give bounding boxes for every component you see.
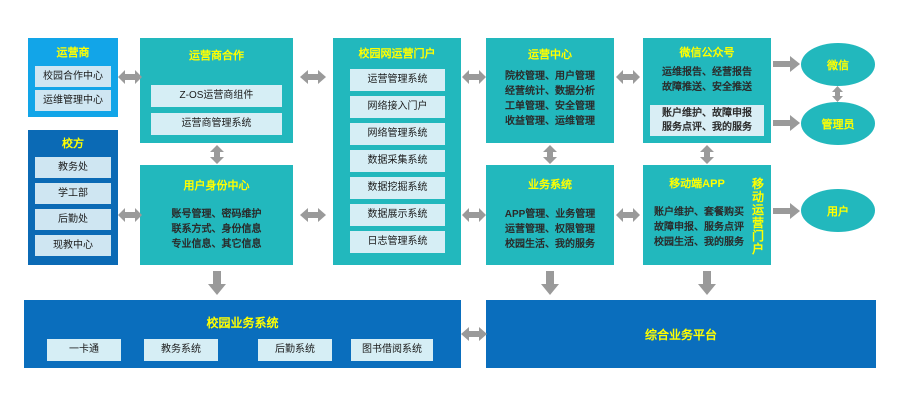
arrow-wechat-actor-to-admin-actor: [830, 86, 845, 102]
ops-line-0: 院校管理、用户管理: [505, 71, 595, 82]
arrow-coop-to-identity: [208, 145, 226, 164]
campus-net-portal-title: 校园网运营门户: [358, 48, 436, 60]
arrow-campus-business-to-integrated: [461, 325, 487, 343]
actor-wechat-label: 微信: [827, 59, 849, 72]
operator-item-0[interactable]: 校园合作中心: [35, 66, 111, 87]
mobile-app-lines: 账户维护、套餐购买 故障申报、服务点评 校园生活、我的服务: [643, 205, 755, 250]
school-item-3[interactable]: 现教中心: [35, 235, 111, 256]
wechat-line-0: 运维报告、经营报告: [662, 67, 752, 78]
campus-net-portal-panel: 校园网运营门户 运营管理系统 网络接入门户 网络管理系统 数据采集系统 数据挖掘…: [333, 38, 461, 265]
portal-item-6[interactable]: 日志管理系统: [350, 231, 445, 253]
identity-line-2: 专业信息、其它信息: [171, 239, 262, 250]
operator-cooperation-item-1[interactable]: 运营商管理系统: [151, 113, 282, 135]
actor-admin-label: 管理员: [821, 118, 855, 131]
biz-line-1: 运营管理、权限管理: [505, 224, 595, 235]
business-system-lines: APP管理、业务管理 运营管理、权限管理 校园生活、我的服务: [486, 207, 614, 252]
arrow-to-actor-wechat: [773, 56, 800, 72]
school-item-2[interactable]: 后勤处: [35, 209, 111, 230]
portal-item-2[interactable]: 网络管理系统: [350, 123, 445, 145]
operator-cooperation-title: 运营商合作: [189, 50, 244, 62]
wechat-line-1: 故障推送、安全推送: [662, 82, 752, 93]
campus-business-item-2[interactable]: 后勤系统: [258, 339, 332, 361]
mobile-line-0: 账户维护、套餐购买: [654, 207, 744, 218]
operations-center-lines: 院校管理、用户管理 经营统计、数据分析 工单管理、安全管理 收益管理、运维管理: [486, 69, 614, 129]
arrow-coop-to-portal: [300, 68, 326, 86]
arrow-identity-to-campus-business: [208, 271, 226, 295]
arrow-to-actor-admin: [773, 115, 800, 131]
arrow-portal-to-business: [462, 206, 486, 224]
operator-panel: 运营商 校园合作中心 运维管理中心: [28, 38, 118, 117]
arrow-school-to-identity: [118, 206, 142, 224]
ops-line-2: 工单管理、安全管理: [505, 101, 595, 112]
arrow-operator-to-coop: [118, 68, 142, 86]
arrow-portal-to-ops: [462, 68, 486, 86]
portal-item-1[interactable]: 网络接入门户: [350, 96, 445, 118]
operator-cooperation-panel: 运营商合作 Z-OS运营商组件 运营商管理系统: [140, 38, 293, 143]
wechat-mp-title: 微信公众号: [679, 47, 735, 59]
arrow-wechat-to-mobile: [698, 145, 716, 164]
school-item-1[interactable]: 学工部: [35, 183, 111, 204]
business-system-panel: 业务系统 APP管理、业务管理 运营管理、权限管理 校园生活、我的服务: [486, 165, 614, 265]
ops-line-1: 经营统计、数据分析: [505, 86, 595, 97]
portal-item-4[interactable]: 数据挖掘系统: [350, 177, 445, 199]
arrow-mobile-to-integrated-right: [698, 271, 716, 295]
arrow-ops-to-wechat: [616, 68, 640, 86]
arrow-business-to-mobile: [616, 206, 640, 224]
arrow-business-to-integrated-left: [541, 271, 559, 295]
ops-line-3: 收益管理、运维管理: [505, 116, 595, 127]
school-title: 校方: [62, 138, 84, 150]
operations-center-title: 运营中心: [528, 49, 572, 61]
campus-business-system-panel: 校园业务系统 一卡通 教务系统 后勤系统 图书借阅系统: [24, 300, 461, 368]
integrated-platform-panel: 综合业务平台: [486, 300, 876, 368]
campus-business-item-1[interactable]: 教务系统: [144, 339, 218, 361]
operator-cooperation-item-0[interactable]: Z-OS运营商组件: [151, 85, 282, 107]
portal-item-0[interactable]: 运营管理系统: [350, 69, 445, 91]
arrow-identity-to-portal: [300, 206, 326, 224]
mobile-line-2: 校园生活、我的服务: [654, 237, 744, 248]
integrated-platform-title: 综合业务平台: [644, 328, 717, 342]
school-panel: 校方 教务处 学工部 后勤处 现教中心: [28, 130, 118, 265]
user-identity-center-panel: 用户身份中心 账号管理、密码维护 联系方式、身份信息 专业信息、其它信息: [140, 165, 293, 265]
wechat-mp-subpanel[interactable]: 账户维护、故障申报 服务点评、我的服务: [650, 105, 764, 136]
portal-item-5[interactable]: 数据展示系统: [350, 204, 445, 226]
arrow-to-actor-user: [773, 203, 800, 219]
mobile-line-1: 故障申报、服务点评: [654, 222, 744, 233]
campus-business-item-0[interactable]: 一卡通: [47, 339, 121, 361]
arrow-ops-to-business: [541, 145, 559, 164]
school-item-0[interactable]: 教务处: [35, 157, 111, 178]
wechat-sub-line-0: 账户维护、故障申报: [662, 107, 752, 119]
biz-line-2: 校园生活、我的服务: [505, 239, 595, 250]
portal-item-3[interactable]: 数据采集系统: [350, 150, 445, 172]
actor-wechat[interactable]: 微信: [801, 43, 875, 86]
user-identity-center-lines: 账号管理、密码维护 联系方式、身份信息 专业信息、其它信息: [140, 207, 293, 252]
operator-title: 运营商: [56, 47, 90, 59]
mobile-operations-portal-label: 移动运营门户: [751, 177, 764, 256]
campus-business-system-title: 校园业务系统: [206, 316, 279, 330]
actor-user[interactable]: 用户: [801, 189, 875, 232]
wechat-mp-lines: 运维报告、经营报告 故障推送、安全推送: [643, 65, 771, 95]
biz-line-0: APP管理、业务管理: [504, 209, 596, 220]
wechat-sub-line-1: 服务点评、我的服务: [662, 121, 752, 133]
identity-line-1: 联系方式、身份信息: [171, 224, 262, 235]
actor-user-label: 用户: [827, 205, 849, 218]
campus-business-item-3[interactable]: 图书借阅系统: [351, 339, 433, 361]
user-identity-center-title: 用户身份中心: [183, 180, 250, 192]
operations-center-panel: 运营中心 院校管理、用户管理 经营统计、数据分析 工单管理、安全管理 收益管理、…: [486, 38, 614, 143]
identity-line-0: 账号管理、密码维护: [171, 209, 262, 220]
wechat-official-account-panel: 微信公众号 运维报告、经营报告 故障推送、安全推送 账户维护、故障申报 服务点评…: [643, 38, 771, 143]
mobile-app-title: 移动端APP: [669, 178, 725, 190]
business-system-title: 业务系统: [528, 179, 572, 191]
mobile-app-panel: 移动端APP 账户维护、套餐购买 故障申报、服务点评 校园生活、我的服务 移动运…: [643, 165, 771, 265]
actor-admin[interactable]: 管理员: [801, 102, 875, 145]
operator-item-1[interactable]: 运维管理中心: [35, 90, 111, 111]
